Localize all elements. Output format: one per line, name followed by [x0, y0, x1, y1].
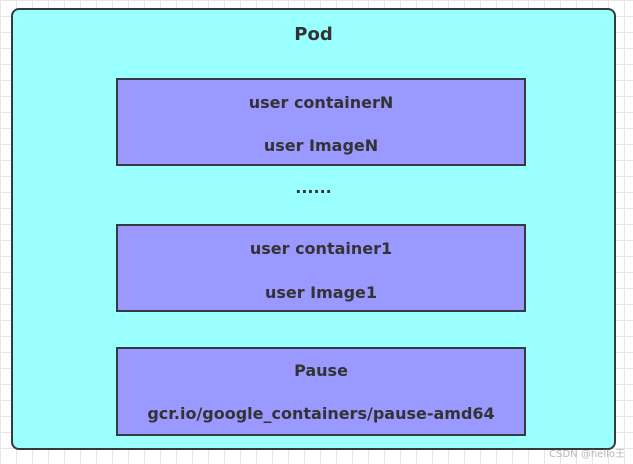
- container-box-n: user containerN user ImageN: [116, 78, 526, 166]
- ellipsis: ......: [295, 178, 332, 197]
- pause-name: Pause: [294, 361, 348, 380]
- container-image: user Image1: [264, 283, 378, 302]
- container-image: user ImageN: [263, 136, 379, 155]
- container-name: user container1: [249, 239, 393, 258]
- pause-image: gcr.io/google_containers/pause-amd64: [147, 404, 495, 423]
- pod-title: Pod: [294, 24, 333, 45]
- pod-box: Pod user containerN user ImageN ...... u…: [11, 8, 616, 450]
- watermark: CSDN @hello王: [549, 449, 625, 460]
- container-box-1: user container1 user Image1: [116, 224, 526, 312]
- pause-container-box: Pause gcr.io/google_containers/pause-amd…: [116, 347, 526, 436]
- container-name: user containerN: [248, 93, 394, 112]
